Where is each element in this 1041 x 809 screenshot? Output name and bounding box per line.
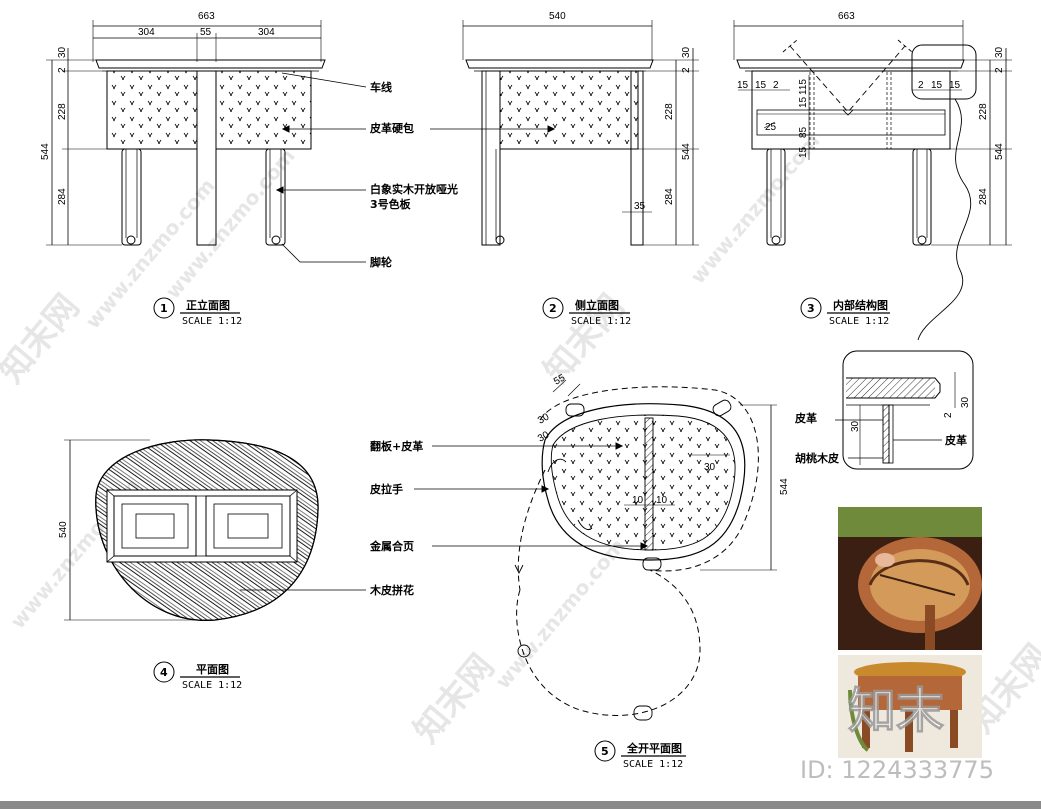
dim-detail: 30 xyxy=(850,420,861,432)
view-scale: SCALE 1:12 xyxy=(571,316,631,327)
dim-open-plan: 30 xyxy=(704,462,716,473)
watermark-logo: 知末 xyxy=(848,683,944,739)
label-stitch: 车线 xyxy=(370,80,392,94)
view-title: 正立面图 xyxy=(186,298,230,312)
view-number: 5 xyxy=(601,745,609,758)
reference-photo-closed xyxy=(838,655,982,758)
view-title: 平面图 xyxy=(196,663,229,676)
dim-gap: 2 xyxy=(994,67,1005,73)
dim-leg-height: 284 xyxy=(57,188,68,205)
dim-top-thickness: 30 xyxy=(57,46,68,58)
view-scale: SCALE 1:12 xyxy=(182,680,242,691)
front-elevation xyxy=(46,20,367,319)
label-detail-leather: 皮革 xyxy=(944,433,967,447)
dim-open-plan: 55 xyxy=(552,372,568,387)
watermark-url: www.znzmo.com xyxy=(490,534,629,693)
dim-segment: 55 xyxy=(200,27,212,38)
dim-open-plan: 30 xyxy=(536,429,552,444)
dim-top-thickness: 30 xyxy=(994,46,1005,58)
label-oak-finish: 白象实木开放哑光 xyxy=(370,182,458,196)
view-scale: SCALE 1:12 xyxy=(623,759,683,770)
view-number: 2 xyxy=(549,302,557,315)
dim-small: 15 xyxy=(798,146,809,158)
dim-body-height: 228 xyxy=(978,103,989,120)
front-elevation-text: 663 304 55 304 30 2 228 544 284 车线 皮革硬包 … xyxy=(40,11,458,327)
dim-overall-width: 663 xyxy=(198,11,215,22)
watermark-id: ID: 1224333775 xyxy=(800,756,994,784)
view-number: 3 xyxy=(807,302,815,315)
dim-small: 15 xyxy=(737,80,749,91)
view-number: 1 xyxy=(160,302,168,315)
dim-small: 15 xyxy=(798,96,809,108)
inner-structure-text: 663 15 15 2 2 15 15 15 115 85 15 25 30 2… xyxy=(737,11,1005,327)
label-leather-panel: 皮革硬包 xyxy=(369,121,414,135)
view-title: 侧立面图 xyxy=(575,298,619,312)
dim-gap: 2 xyxy=(57,67,68,73)
dim-detail: 30 xyxy=(960,396,971,408)
open-plan-view-text: 55 30 30 30 10 10 544 翻板+皮革 皮拉手 金属合页 5 全… xyxy=(369,372,790,770)
dim-overall-depth: 540 xyxy=(549,11,566,22)
section-detail-text: 30 2 30 皮革 皮革 胡桃木皮 xyxy=(794,396,971,465)
dim-overall-width: 663 xyxy=(838,11,855,22)
dim-leg-width: 35 xyxy=(634,201,646,212)
dim-open-plan: 10 xyxy=(632,495,644,506)
label-detail-leather: 皮革 xyxy=(794,411,817,425)
view-number: 4 xyxy=(160,666,168,679)
dim-leg-height: 284 xyxy=(978,188,989,205)
label-detail-walnut: 胡桃木皮 xyxy=(795,451,839,465)
dim-open-plan: 544 xyxy=(779,478,790,495)
view-title: 全开平面图 xyxy=(626,741,682,755)
watermark-brand: 知末网 xyxy=(0,287,87,391)
label-oak-finish-color: 3号色板 xyxy=(370,197,412,211)
dim-small: 25 xyxy=(765,122,777,133)
dim-total-height: 544 xyxy=(681,143,692,160)
dim-small: 15 xyxy=(755,80,767,91)
view-scale: SCALE 1:12 xyxy=(182,316,242,327)
inner-structure xyxy=(733,20,1012,341)
dim-body-height: 228 xyxy=(664,103,675,120)
reference-photo-open xyxy=(838,507,982,650)
dim-depth: 540 xyxy=(58,521,69,538)
label-veneer-pattern: 木皮拼花 xyxy=(369,583,414,597)
view-title: 内部结构图 xyxy=(833,298,888,312)
dim-top-thickness: 30 xyxy=(681,46,692,58)
dim-total-height: 544 xyxy=(40,143,51,160)
watermark-brand: 知末网 xyxy=(406,647,502,751)
label-leather-handle: 皮拉手 xyxy=(369,482,403,496)
side-elevation xyxy=(430,20,699,319)
dim-detail: 2 xyxy=(943,412,954,418)
dim-open-plan: 30 xyxy=(536,411,552,426)
label-flap-leather: 翻板+皮革 xyxy=(370,439,423,453)
label-metal-hinge: 金属合页 xyxy=(369,539,414,553)
side-elevation-text: 540 30 2 228 544 284 35 2 侧立面图 SCALE 1:1… xyxy=(549,11,692,327)
dim-segment: 304 xyxy=(138,27,155,38)
dim-small: 115 xyxy=(798,79,809,95)
dim-small: 15 xyxy=(949,80,961,91)
dim-open-plan: 10 xyxy=(656,495,668,506)
dim-small: 85 xyxy=(798,126,809,138)
label-caster: 脚轮 xyxy=(370,255,392,269)
dim-small: 2 xyxy=(918,80,924,91)
dim-segment: 304 xyxy=(258,27,275,38)
dim-small: 2 xyxy=(773,80,779,91)
dim-total-height: 544 xyxy=(994,143,1005,160)
dim-body-height: 228 xyxy=(57,103,68,120)
dim-small: 15 xyxy=(931,80,943,91)
plan-view-text: 540 木皮拼花 4 平面图 SCALE 1:12 xyxy=(58,521,414,691)
section-detail xyxy=(835,350,974,470)
dim-gap: 2 xyxy=(681,67,692,73)
open-plan-view xyxy=(414,379,777,762)
view-scale: SCALE 1:12 xyxy=(829,316,889,327)
dim-leg-height: 284 xyxy=(664,188,675,205)
plan-view xyxy=(64,439,366,683)
bottom-border xyxy=(0,801,1041,809)
